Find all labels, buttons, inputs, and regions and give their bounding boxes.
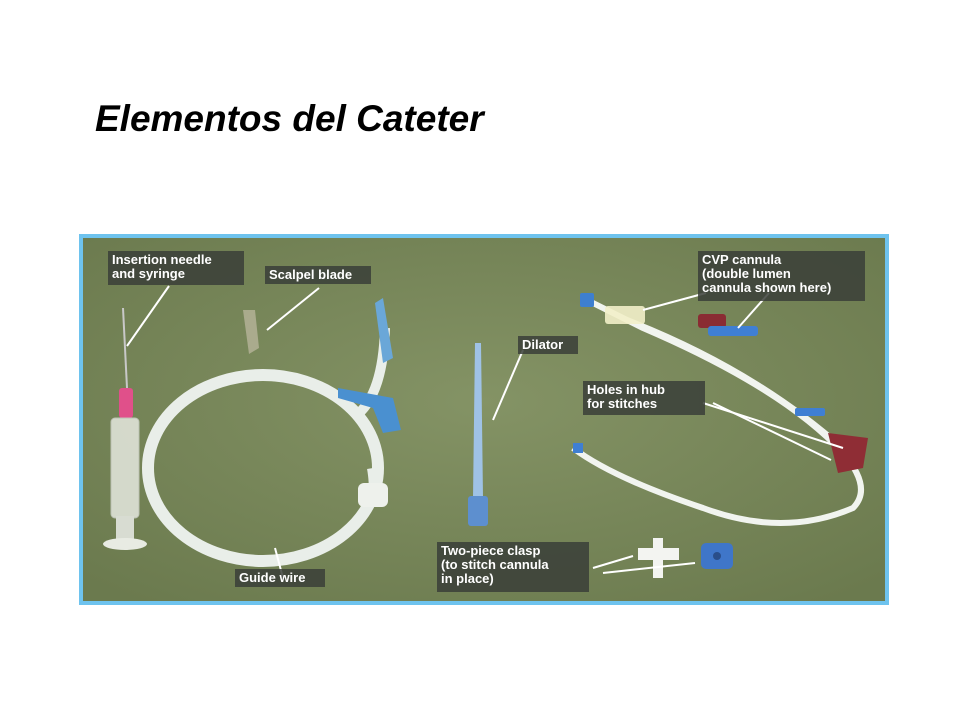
label-dilator: Dilator — [518, 336, 578, 354]
wire-advancer — [338, 298, 401, 433]
catheter-photo: Insertion needle and syringe Scalpel bla… — [79, 234, 889, 605]
syringe-and-needle — [103, 307, 147, 550]
dilator — [468, 343, 488, 526]
two-piece-clasp — [638, 538, 733, 578]
label-scalpel-blade: Scalpel blade — [265, 266, 371, 284]
scalpel-blade — [243, 310, 259, 354]
label-guide-wire: Guide wire — [235, 569, 325, 587]
label-holes-in-hub: Holes in hub for stitches — [583, 381, 705, 415]
label-two-piece-clasp: Two-piece clasp (to stitch cannula in pl… — [437, 542, 589, 592]
cvp-cannula — [571, 293, 868, 526]
label-insertion-needle: Insertion needle and syringe — [108, 251, 244, 285]
label-cvp-cannula: CVP cannula (double lumen cannula shown … — [698, 251, 865, 301]
pointer-arrows — [126, 285, 844, 579]
slide-title: Elementos del Cateter — [95, 98, 484, 139]
